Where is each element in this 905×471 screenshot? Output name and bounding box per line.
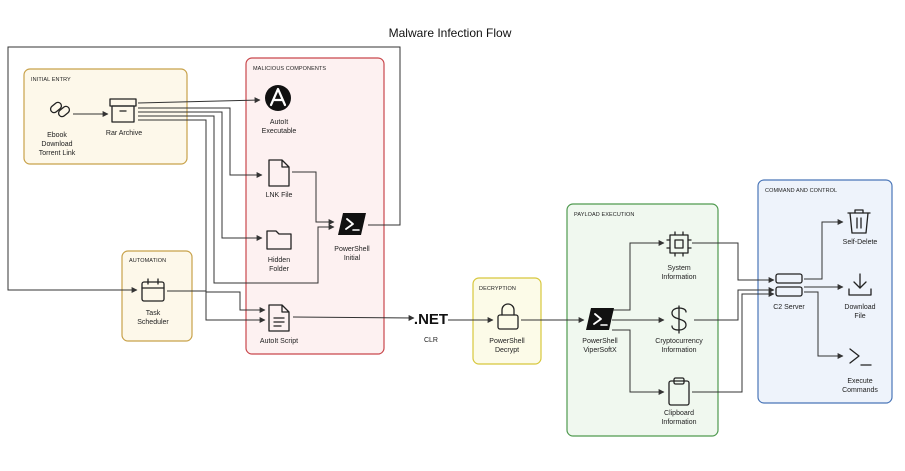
group-automation — [121, 250, 193, 342]
group-label-command-and-control: COMMAND AND CONTROL — [765, 188, 837, 194]
dollar-sign-icon — [671, 305, 687, 334]
file-icon — [268, 159, 290, 187]
group-decryption — [472, 277, 542, 365]
node-clipboard-information: Clipboard Information — [661, 377, 697, 426]
group-label-payload-execution: PAYLOAD EXECUTION — [574, 212, 634, 218]
powershell-icon — [338, 213, 366, 235]
node-cryptocurrency-information: Cryptocurrency Information — [655, 305, 703, 354]
cpu-chip-icon — [666, 231, 692, 257]
node-c2-server: C2 Server — [773, 273, 805, 311]
task-scheduler-label-line-1: Task — [146, 310, 161, 317]
node-task-scheduler: Task Scheduler — [137, 278, 169, 326]
clr-label: CLR — [424, 337, 438, 344]
hidden-folder-label-line-1: Hidden — [268, 257, 290, 264]
node-powershell-vipersoftx: PowerShell ViperSoftX — [582, 308, 618, 354]
folder-icon — [266, 230, 292, 250]
node-self-delete: Self-Delete — [843, 209, 878, 246]
ps-initial-label-line-2: Initial — [344, 255, 361, 262]
system-info-label-line-1: System — [667, 265, 691, 272]
task-scheduler-label-line-2: Scheduler — [137, 319, 169, 326]
diagram-title: Malware Infection Flow — [389, 26, 512, 40]
node-hidden-folder: Hidden Folder — [266, 230, 292, 273]
node-powershell-initial: PowerShell Initial — [334, 213, 370, 262]
ps-initial-label-line-1: PowerShell — [334, 246, 370, 253]
crypto-info-label-line-2: Information — [661, 347, 696, 354]
clipboard-info-label-line-2: Information — [661, 419, 696, 426]
ps-decrypt-label-line-2: Decrypt — [495, 347, 519, 354]
autoit-script-label: AutoIt Script — [260, 338, 298, 345]
ebook-label-line-3: Torrent Link — [39, 150, 76, 157]
node-execute-commands: Execute Commands — [842, 348, 878, 394]
node-dotnet-clr: .NET CLR — [414, 311, 448, 344]
ebook-label-line-1: Ebook — [47, 132, 67, 139]
node-download-file: Download File — [844, 273, 876, 320]
download-file-label-line-1: Download — [844, 304, 875, 311]
script-file-icon — [268, 304, 290, 332]
lnk-label: LNK File — [266, 192, 293, 199]
rar-label: Rar Archive — [106, 130, 142, 137]
c2-server-label: C2 Server — [773, 304, 805, 311]
calendar-icon — [141, 278, 165, 302]
group-label-automation: AUTOMATION — [129, 258, 166, 264]
node-autoit-executable: AutoIt Executable — [262, 85, 297, 135]
node-ebook-torrent-link: Ebook Download Torrent Link — [39, 101, 76, 157]
vipersoftx-label-line-2: ViperSoftX — [583, 347, 617, 354]
download-icon — [848, 273, 872, 296]
server-icon — [775, 273, 803, 297]
archive-box-icon — [109, 98, 137, 123]
node-rar-archive: Rar Archive — [106, 98, 142, 137]
node-autoit-script: AutoIt Script — [260, 304, 298, 345]
download-file-label-line-2: File — [854, 313, 865, 320]
execute-commands-label-line-1: Execute — [847, 378, 872, 385]
group-malicious-components — [245, 57, 385, 355]
powershell-icon — [586, 308, 614, 330]
lock-icon — [497, 303, 519, 330]
node-powershell-decrypt: PowerShell Decrypt — [489, 303, 525, 354]
node-lnk-file: LNK File — [266, 159, 293, 199]
connectors — [7, 46, 844, 395]
link-icon — [49, 101, 71, 118]
autoit-exe-label-line-1: AutoIt — [270, 119, 288, 126]
self-delete-label: Self-Delete — [843, 239, 878, 246]
trash-icon — [847, 209, 871, 234]
clipboard-icon — [668, 377, 690, 406]
node-system-information: System Information — [661, 231, 697, 281]
terminal-prompt-icon — [849, 348, 872, 366]
dotnet-label: .NET — [414, 311, 448, 328]
autoit-logo-icon — [265, 85, 291, 111]
crypto-info-label-line-1: Cryptocurrency — [655, 338, 703, 345]
hidden-folder-label-line-2: Folder — [269, 266, 290, 273]
autoit-exe-label-line-2: Executable — [262, 128, 297, 135]
system-info-label-line-2: Information — [661, 274, 696, 281]
group-label-malicious-components: MALICIOUS COMPONENTS — [253, 66, 326, 72]
vipersoftx-label-line-1: PowerShell — [582, 338, 618, 345]
group-label-initial-entry: INITIAL ENTRY — [31, 77, 71, 83]
ebook-label-line-2: Download — [41, 141, 72, 148]
ps-decrypt-label-line-1: PowerShell — [489, 338, 525, 345]
group-command-and-control — [757, 179, 893, 404]
group-label-decryption: DECRYPTION — [479, 286, 516, 292]
execute-commands-label-line-2: Commands — [842, 387, 878, 394]
clipboard-info-label-line-1: Clipboard — [664, 410, 694, 417]
